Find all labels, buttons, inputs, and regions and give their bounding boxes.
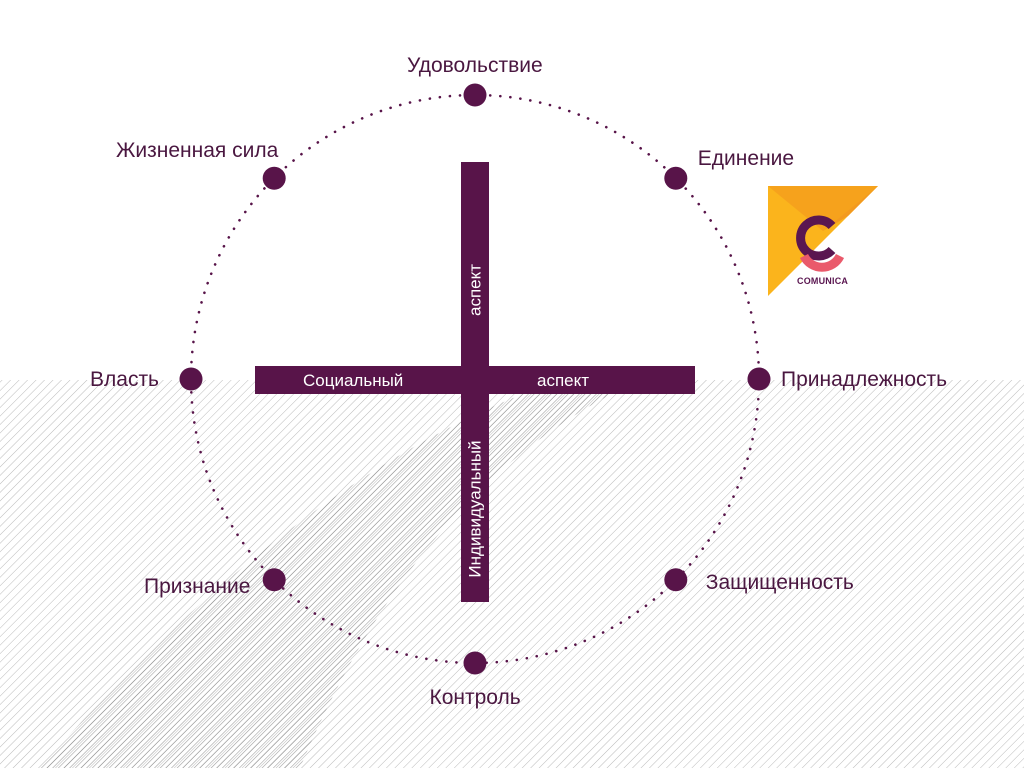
axis-label-individual: Индивидуальный — [465, 440, 485, 578]
node-dot-zashchishchennost — [664, 568, 688, 592]
node-dot-prinadlezhnost — [747, 367, 771, 391]
axis-label-aspect-right: аспект — [537, 371, 590, 390]
horizontal-axis-bar — [255, 366, 695, 394]
node-label-zashchishchennost: Защищенность — [705, 570, 854, 594]
node-label-kontrol: Контроль — [429, 686, 521, 709]
axis-label-aspect-top: аспект — [465, 263, 485, 317]
comunica-logo-icon — [768, 186, 878, 296]
axis-label-social: Социальный — [303, 371, 404, 390]
node-label-vlast: Власть — [90, 368, 159, 391]
comunica-logo-text: COMUNICA — [797, 276, 849, 286]
node-dot-edinenie — [664, 166, 688, 190]
node-dot-vlast — [179, 367, 203, 391]
node-dot-udovolstvie — [463, 83, 487, 107]
node-label-prinadlezhnost: Принадлежность — [781, 368, 948, 391]
node-label-udovolstvie: Удовольствие — [407, 54, 543, 77]
node-label-priznanie: Признание — [144, 575, 251, 598]
node-dot-zhiznennaya-sila — [262, 166, 286, 190]
node-label-zhiznennaya-sila: Жизненная сила — [116, 139, 279, 162]
node-dot-priznanie — [262, 568, 286, 592]
node-label-edinenie: Единение — [697, 147, 795, 171]
node-dot-kontrol — [463, 651, 487, 675]
